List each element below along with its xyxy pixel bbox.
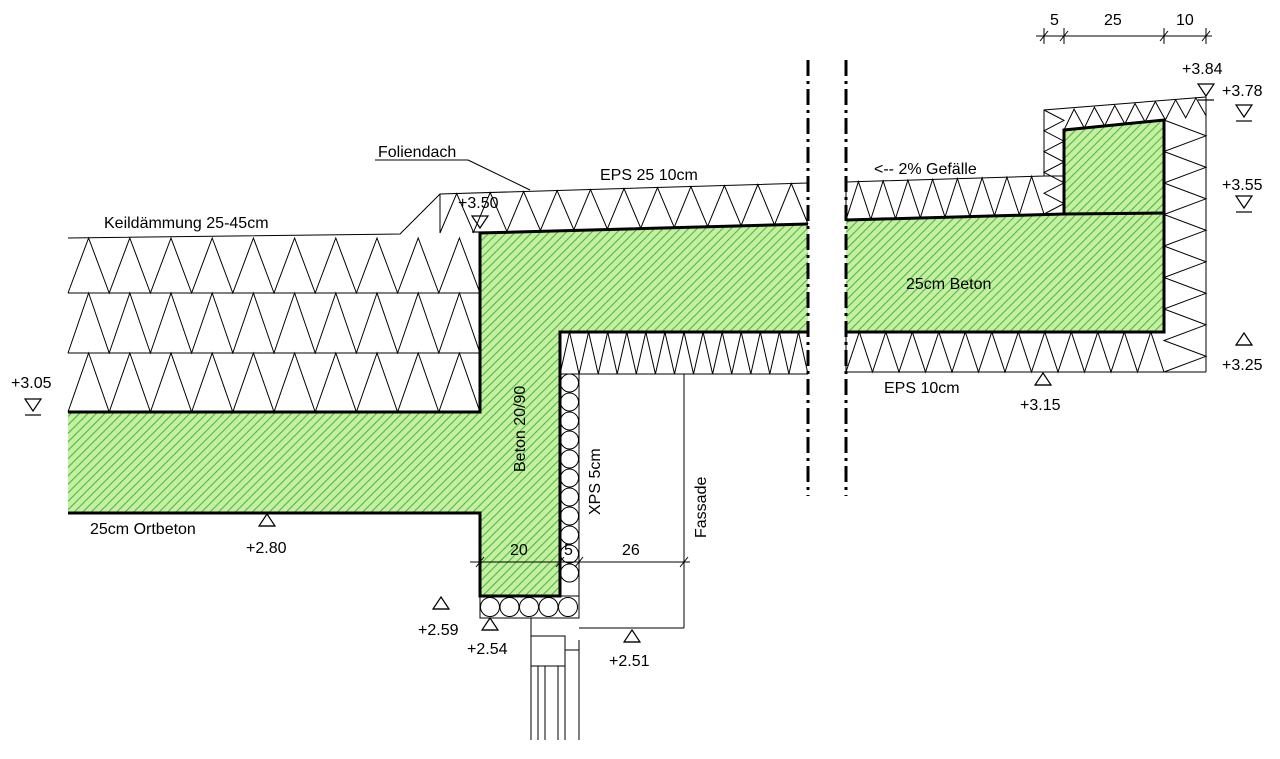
dim-bottom-20: 20 [510, 542, 528, 559]
marker-325 [1234, 331, 1254, 346]
marker-254-triangle [480, 616, 500, 631]
label-beton-column: Beton 20/90 [512, 386, 529, 472]
label-eps-bottom: EPS 10cm [884, 380, 960, 397]
level-280: +2.80 [246, 540, 287, 557]
marker-350 [470, 215, 490, 233]
eps-band-upper [67, 236, 481, 295]
level-259: +2.59 [418, 622, 459, 639]
concrete-slab-left [68, 412, 480, 513]
marker-355-triangle [1234, 195, 1254, 210]
level-315: +3.15 [1020, 397, 1061, 414]
level-markers [23, 83, 1254, 643]
label-foliendach: Foliendach [378, 144, 456, 161]
eps-soffit-left [559, 331, 809, 375]
marker-355 [1234, 195, 1254, 213]
level-251: +2.51 [609, 653, 650, 670]
label-eps-top: EPS 25 10cm [600, 167, 698, 184]
marker-384-triangle [1196, 83, 1216, 98]
xps-circle [560, 506, 579, 526]
xps-circle [560, 392, 579, 412]
xps-circle [560, 430, 579, 450]
marker-315 [1033, 371, 1053, 386]
top-dimension [1036, 28, 1212, 44]
level-384: +3.84 [1182, 61, 1223, 78]
level-305: +3.05 [11, 375, 52, 392]
marker-350-triangle [470, 215, 490, 230]
eps-soffit-right [845, 330, 1165, 374]
eps-parapet-inner-band [1042, 109, 1066, 215]
dim-bottom-5: 5 [564, 542, 573, 559]
marker-384 [1196, 83, 1216, 101]
eps-parapet-outer-band [1162, 119, 1208, 373]
xps-circle [480, 597, 500, 617]
break-lines [806, 60, 848, 496]
marker-305 [23, 398, 43, 416]
eps-band-middle [67, 291, 481, 355]
xps-circle [538, 597, 559, 617]
marker-251-triangle [622, 628, 642, 643]
label-keildaemmung: Keildämmung 25-45cm [104, 215, 269, 232]
wall-below-column [530, 618, 580, 740]
level-325: +3.25 [1222, 357, 1263, 374]
dim-top-5: 5 [1050, 12, 1059, 29]
label-gefaelle: <-- 2% Gefälle [874, 161, 977, 178]
dim-top-25: 25 [1104, 12, 1122, 29]
xps-circle [499, 597, 520, 617]
level-378: +3.78 [1222, 83, 1263, 100]
xps-circle [560, 468, 579, 488]
eps-parapet-top-band [1063, 96, 1207, 131]
marker-378 [1234, 104, 1254, 122]
concrete-slab-right [846, 120, 1164, 332]
xps-circle [560, 487, 579, 507]
xps-circle [558, 597, 578, 617]
level-350: +3.50 [458, 195, 499, 212]
dim-top-10: 10 [1176, 12, 1194, 29]
marker-259-triangle [431, 595, 451, 610]
marker-280 [257, 512, 277, 527]
xps-circle [560, 373, 579, 393]
foliendach-leader-slope [467, 159, 531, 191]
xps-circle [519, 597, 539, 617]
label-xps: XPS 5cm [587, 448, 604, 515]
label-fassade: Fassade [693, 477, 710, 538]
level-355: +3.55 [1222, 177, 1263, 194]
marker-305-triangle [23, 398, 43, 413]
dim-bottom-26: 26 [622, 542, 640, 559]
eps-band-lower [67, 351, 481, 414]
xps-circle [560, 411, 579, 431]
xps-circle [560, 449, 579, 469]
level-254: +2.54 [467, 641, 508, 658]
marker-259 [431, 595, 451, 610]
concrete-outlines [68, 118, 1166, 598]
marker-280-triangle [257, 512, 277, 527]
marker-315-triangle [1033, 371, 1053, 386]
concrete-column-beton-20-90 [480, 224, 808, 596]
eps-top-band [439, 182, 809, 234]
marker-325-triangle [1234, 331, 1254, 346]
eps-right-top-band [845, 174, 1045, 221]
label-beton-right: 25cm Beton [906, 276, 991, 293]
marker-254 [480, 616, 500, 631]
marker-251 [622, 628, 642, 643]
label-ortbeton: 25cm Ortbeton [90, 521, 196, 538]
marker-378-triangle [1234, 104, 1254, 119]
bottom-dimension-ticks [475, 556, 689, 568]
